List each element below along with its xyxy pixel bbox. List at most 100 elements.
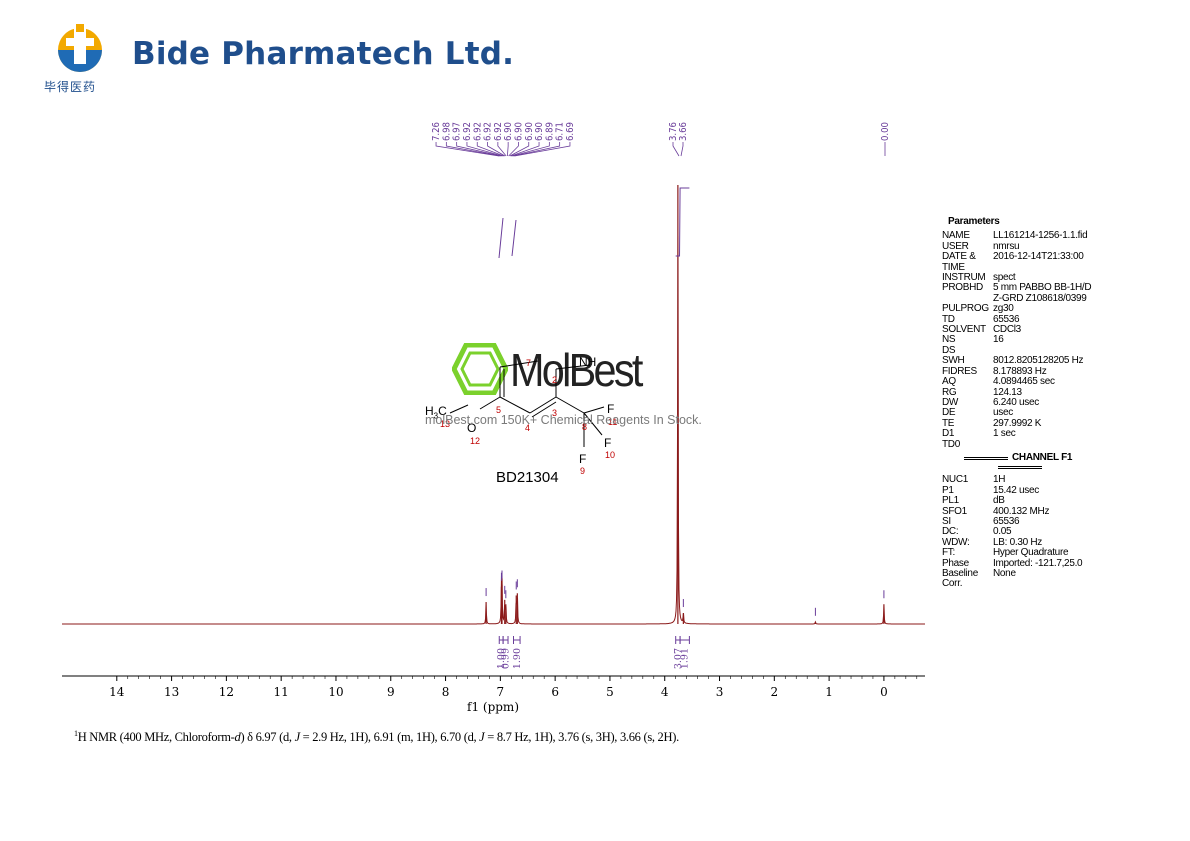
x-axis-label: f1 (ppm) <box>467 700 519 714</box>
x-tick-label: 5 <box>606 685 614 699</box>
atom-number-4: 4 <box>525 423 531 433</box>
spectrum-trace <box>62 185 925 625</box>
param-key: NAME <box>942 230 970 242</box>
channel-value: LB: 0.30 Hz <box>993 536 1042 548</box>
integral-curve-aromatic <box>498 217 517 259</box>
x-tick-label: 12 <box>219 685 234 699</box>
molecule-structure <box>449 360 605 447</box>
peak-label: 6.98 <box>441 122 452 141</box>
peak-label: 6.89 <box>544 122 555 141</box>
channel-value: None <box>993 568 1016 579</box>
param-value: CDCl3 <box>993 324 1021 336</box>
param-value: 16 <box>993 334 1004 346</box>
peak-label: 6.69 <box>565 122 576 141</box>
integral-curve-main <box>675 187 690 257</box>
param-row: TD 65536 <box>942 313 1142 325</box>
channel-row: WDW: LB: 0.30 Hz <box>942 536 1142 548</box>
label-leader <box>680 142 684 157</box>
x-tick-label: 2 <box>770 685 778 699</box>
channel-value: 400.132 MHz <box>993 505 1050 517</box>
param-key: DS <box>942 344 956 356</box>
param-key: NS <box>942 334 956 346</box>
channel-title: CHANNEL F1 <box>1012 451 1073 463</box>
param-row: DS <box>942 344 1142 356</box>
param-value: 8.178893 Hz <box>993 365 1047 377</box>
peak-label: 6.90 <box>503 122 514 141</box>
channel-value: Hyper Quadrature <box>993 547 1069 559</box>
param-value: LL161214-1256-1.1.fid <box>993 230 1088 242</box>
x-tick-label: 10 <box>328 685 343 699</box>
watermark-text: molBest.com 150K+ Chemical Reagents In S… <box>425 413 702 427</box>
label-leader <box>435 142 500 157</box>
x-tick-label: 14 <box>109 685 125 699</box>
channel-key: Corr. <box>942 578 963 590</box>
param-key: DE <box>942 407 956 419</box>
peak-label: 6.90 <box>513 122 524 141</box>
caption-mid2: = 8.7 Hz, 1H), 3.76 (s, 3H), 3.66 (s, 2H… <box>484 730 679 745</box>
atom-nh2: NH <box>579 355 597 369</box>
x-tick-label: 8 <box>442 685 450 699</box>
param-row: DATE &2016-12-14T21:33:00 <box>942 251 1142 263</box>
param-value: 124.13 <box>993 386 1022 398</box>
caption-d: d <box>234 730 241 745</box>
param-value: 65536 <box>993 313 1020 325</box>
parameters-title: Parameters <box>948 216 1000 227</box>
atom-number-13: 13 <box>440 419 451 429</box>
peak-label: 0.00 <box>880 122 891 141</box>
label-leader <box>466 142 503 157</box>
peak-label: 6.92 <box>483 122 494 141</box>
param-value: 5 mm PABBO BB-1H/D <box>993 282 1092 294</box>
param-value <box>993 263 1142 273</box>
company-name-chinese: 毕得医药 <box>44 80 97 94</box>
param-key: DW <box>942 396 959 408</box>
channel-value: dB <box>993 495 1005 507</box>
molbest-watermark-icon <box>452 343 508 395</box>
double-rule <box>964 456 1008 460</box>
param-key: D1 <box>942 428 955 440</box>
atom-number-11: 11 <box>608 417 618 427</box>
channel-value: Imported: -121.7,25.0 <box>993 557 1083 569</box>
param-key: AQ <box>942 376 956 388</box>
param-key: FIDRES <box>942 365 977 377</box>
channel-value: 65536 <box>993 515 1020 527</box>
label-leader <box>456 142 502 157</box>
param-key: PULPROG <box>942 303 989 315</box>
atom-number-3: 3 <box>552 408 558 418</box>
label-leader <box>508 142 519 157</box>
channel-value <box>993 579 1142 589</box>
integral-value: 1.91 <box>680 648 691 669</box>
peak-label: 7.26 <box>431 122 442 141</box>
label-leader <box>497 142 507 157</box>
param-row: FIDRES 8.178893 Hz <box>942 365 1142 377</box>
x-tick-label: 9 <box>387 685 395 699</box>
param-value: 8012.8205128205 Hz <box>993 355 1084 367</box>
param-key: TD <box>942 313 955 325</box>
param-key: RG <box>942 386 957 398</box>
param-key: TIME <box>942 261 965 273</box>
param-key: USER <box>942 240 969 252</box>
label-leader <box>513 142 561 157</box>
label-leader <box>514 142 571 157</box>
channel-key: SFO1 <box>942 505 967 517</box>
param-value: spect <box>993 272 1016 284</box>
channel-row: FT:Hyper Quadrature <box>942 547 1142 559</box>
param-key: SOLVENT <box>942 324 986 336</box>
watermark-brand: MolBest <box>510 344 643 396</box>
x-tick-label: 11 <box>274 685 289 699</box>
caption-mid1: = 2.9 Hz, 1H), 6.91 (m, 1H), 6.70 (d, <box>299 730 480 745</box>
channel-key: WDW: <box>942 536 970 548</box>
param-key: DATE & <box>942 251 976 263</box>
peak-label: 3.66 <box>678 122 689 141</box>
param-row: Z-GRD Z108618/0399 <box>942 293 1142 304</box>
